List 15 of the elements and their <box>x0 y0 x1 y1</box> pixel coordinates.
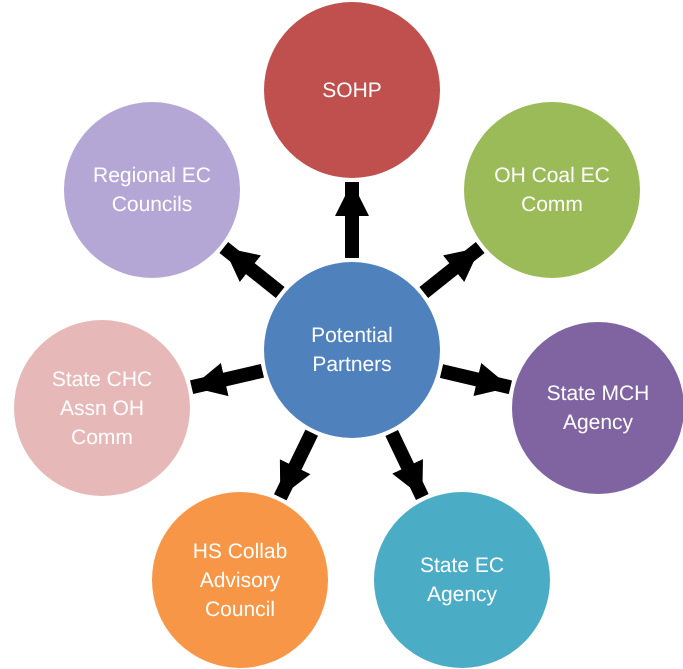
node-text: Potential Partners <box>310 323 394 378</box>
node-text: State MCH Agency <box>546 381 650 436</box>
arrow <box>385 430 429 500</box>
node-text: State CHC Assn OH Comm <box>50 366 154 450</box>
arrow <box>219 242 285 298</box>
node-text: SOHP <box>322 78 382 104</box>
arrow <box>274 430 318 500</box>
arrow <box>419 242 485 298</box>
node-text: State EC Agency <box>418 553 506 608</box>
arrow <box>335 182 369 258</box>
node-text: Regional EC Councils <box>92 163 212 218</box>
arrow <box>190 362 264 396</box>
node-text: OH Coal EC Comm <box>493 163 611 218</box>
node-text: HS Collab Advisory Council <box>192 538 288 622</box>
arrow <box>440 362 512 396</box>
